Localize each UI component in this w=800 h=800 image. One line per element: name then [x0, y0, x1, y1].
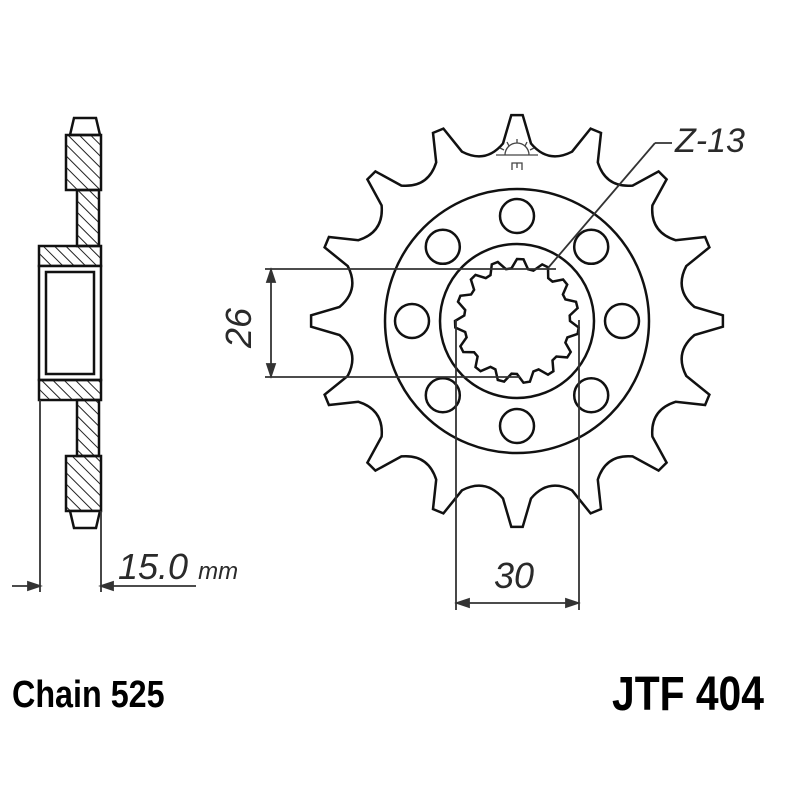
- bolt-hole: [603, 302, 641, 340]
- bolt-circle-inner: [438, 242, 596, 400]
- sunrise-logo-icon: [496, 139, 538, 170]
- bolt-hole: [424, 376, 462, 414]
- side-profile-section: [37, 116, 103, 530]
- bolt-hole: [572, 376, 610, 414]
- part-number-label: JTF 404: [612, 668, 764, 721]
- spline-bore: [453, 257, 581, 385]
- bolt-hole: [498, 197, 536, 235]
- bolt-hole: [572, 228, 610, 266]
- tooth-count-leader: [547, 142, 672, 269]
- sprocket-outline: [309, 113, 725, 529]
- bolt-hole: [393, 302, 431, 340]
- spline-height-dimension: [265, 267, 556, 379]
- spline-height-label: 26: [218, 307, 259, 348]
- spline-width-dimension: [454, 320, 581, 610]
- thickness-dimension: [12, 400, 196, 592]
- thickness-value: 15.0: [118, 546, 189, 587]
- bolt-holes: [393, 197, 641, 445]
- bolt-hole: [498, 407, 536, 445]
- spline-width-label: 30: [494, 555, 535, 596]
- thickness-value-label: 15.0 mm: [118, 546, 238, 588]
- bolt-circle-outer: [383, 187, 651, 455]
- sprocket-front-view: [309, 113, 725, 529]
- tooth-count-label: Z-13: [675, 122, 745, 160]
- chain-size-label: Chain 525: [12, 674, 165, 716]
- bolt-hole: [424, 228, 462, 266]
- thickness-unit: mm: [198, 558, 239, 585]
